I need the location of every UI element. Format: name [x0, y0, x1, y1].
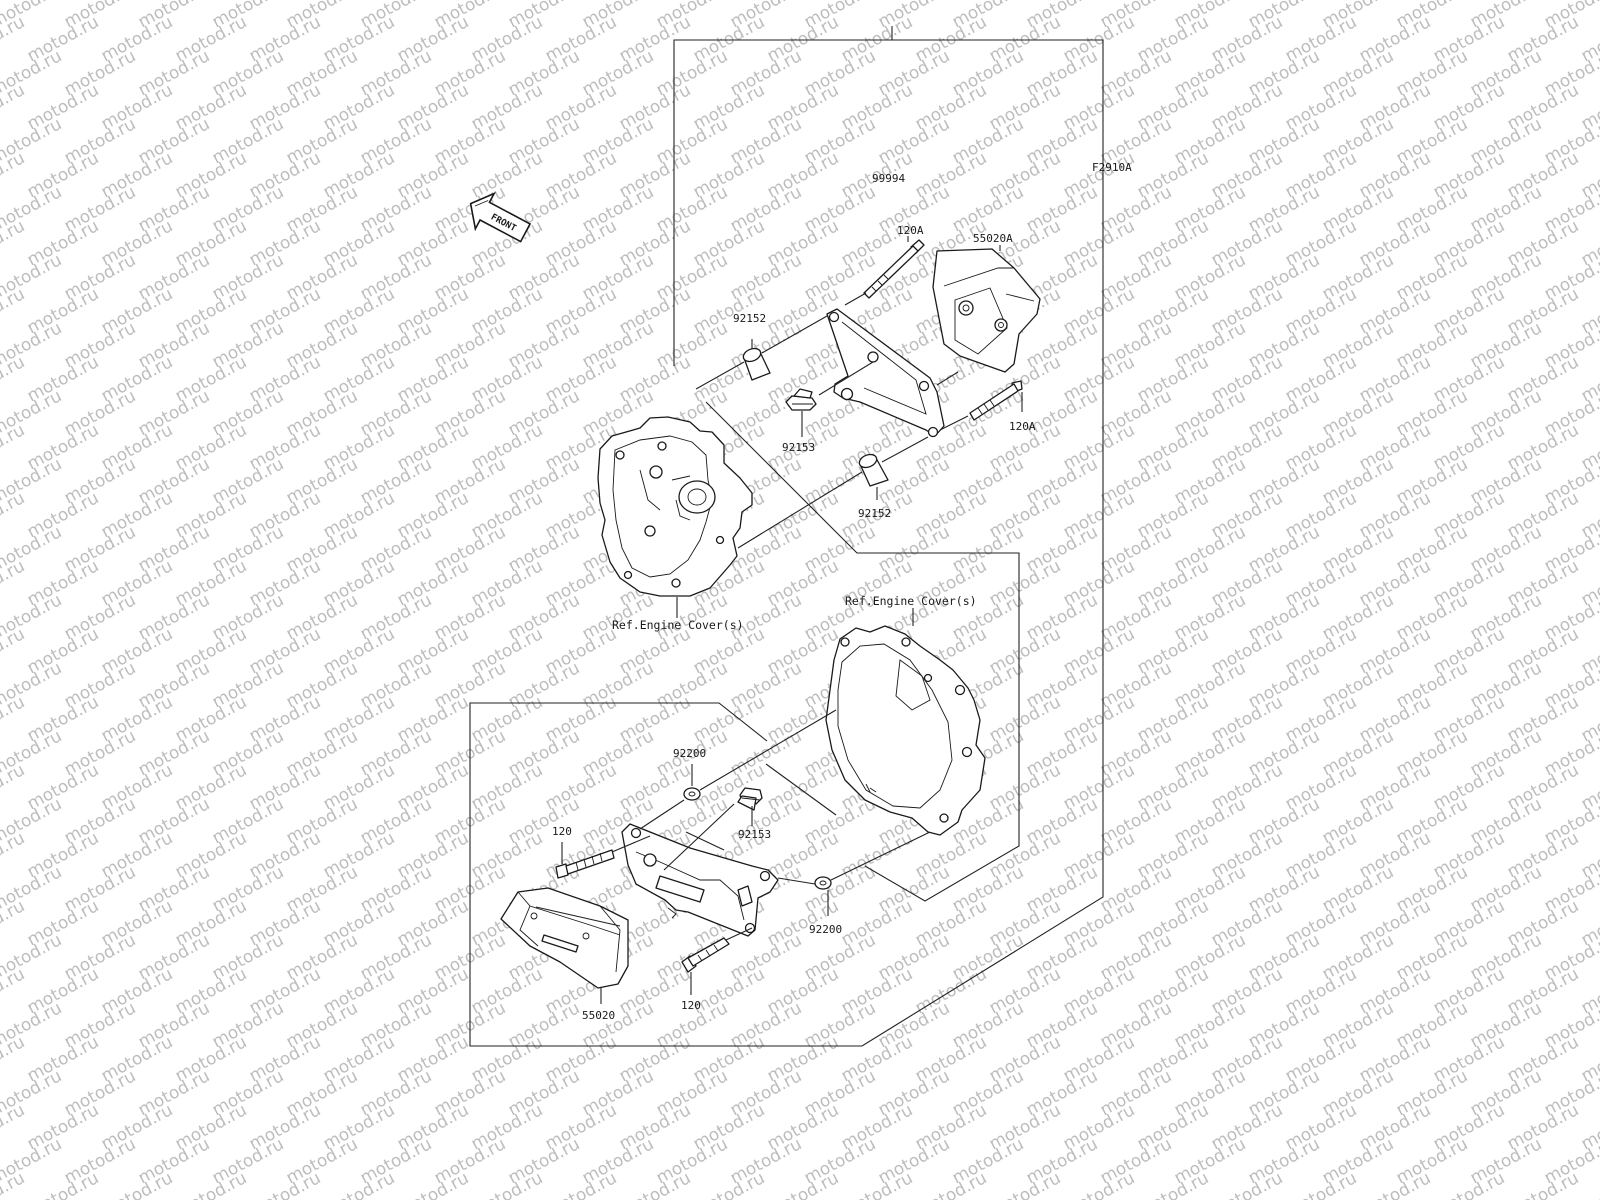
link-washer-cover-lower: [830, 831, 931, 881]
link-plate-washer: [639, 799, 685, 830]
watermark-text: motod.ru: [0, 80, 28, 134]
link-plate-slider: [936, 371, 959, 386]
link-plate-bolt: [844, 292, 867, 306]
link-plate-bolt-lower: [663, 803, 735, 871]
watermark-text: motod.ru: [0, 216, 28, 270]
watermark-text: motod.ru: [0, 12, 28, 66]
callout-92200-lower: 92200: [809, 923, 842, 936]
watermark-text: motod.ru: [0, 1100, 28, 1154]
engine-cover-left: [597, 416, 753, 597]
watermark-text: motod.ru: [0, 488, 28, 542]
kit-bracket-outline: [469, 39, 1104, 1047]
upper-ref-outline: [705, 401, 1020, 902]
engine-cover-right: [825, 625, 986, 836]
front-arrow-icon: FRONT: [469, 191, 532, 243]
link-cover-collar-lower: [737, 471, 863, 549]
bracket-plate-upper: [826, 308, 945, 438]
slider-cover-upper: [932, 248, 1041, 373]
washer-92200-lower: [814, 876, 832, 890]
callout-55020a: 55020A: [973, 232, 1013, 245]
callout-92152-upper: 92152: [733, 312, 766, 325]
bolt-92153-upper: [785, 388, 817, 411]
callout-120-left: 120: [552, 825, 572, 838]
watermark-text: motod.ru: [0, 760, 28, 814]
washer-92200-upper: [683, 787, 701, 801]
bolt-120a-upper: [863, 239, 925, 299]
callout-92153-upper: 92153: [782, 441, 815, 454]
bolt-120a-right: [969, 380, 1023, 421]
callout-99994: 99994: [872, 172, 905, 185]
watermark-text: motod.ru: [0, 828, 28, 882]
watermark-text: motod.ru: [0, 1032, 28, 1086]
watermark-text: motod.ru: [0, 284, 28, 338]
link-washer-cover: [699, 709, 837, 791]
watermark-text: motod.ru: [0, 352, 28, 406]
link-plate-washer-lower: [777, 877, 816, 885]
link-bolt-plate-left: [611, 835, 651, 853]
bolt-120-bottom: [681, 937, 730, 973]
watermark-text: motod.ru: [0, 964, 28, 1018]
link-plate-inner: [685, 831, 725, 851]
callout-120a-upper: 120A: [897, 224, 924, 237]
watermark-text: motod.ru: [0, 148, 28, 202]
figure-code: F2910A: [1092, 161, 1132, 174]
watermark-text: motod.ru: [0, 556, 28, 610]
watermark-text: motod.ru: [0, 692, 28, 746]
callout-120-bottom: 120: [681, 999, 701, 1012]
link-slider-plate: [535, 906, 621, 927]
watermark-text: motod.ru: [0, 896, 28, 950]
link-cover-diag: [765, 763, 837, 816]
callout-92152-lower: 92152: [858, 507, 891, 520]
collar-92152-upper: [742, 347, 771, 381]
bracket-plate-lower: [621, 823, 779, 937]
callout-55020: 55020: [582, 1009, 615, 1022]
bolt-120-left: [555, 849, 615, 879]
callout-92153-lower: 92153: [738, 828, 771, 841]
callout-ref-right: Ref.Engine Cover(s): [845, 594, 977, 608]
link-bolt-bottom-plate: [725, 927, 753, 941]
watermark-text: motod.ru: [0, 624, 28, 678]
watermark-text: motod.ru: [0, 420, 28, 474]
link-plate-bolt-right: [939, 415, 969, 431]
callout-120a-right: 120A: [1009, 420, 1036, 433]
callout-92200-upper: 92200: [673, 747, 706, 760]
link-collar-plate: [761, 315, 828, 354]
kawasaki-logo-plate: [541, 934, 579, 953]
collar-92152-lower: [858, 453, 889, 487]
link-collar-plate-lower: [881, 436, 929, 463]
callout-ref-left: Ref.Engine Cover(s): [612, 618, 744, 632]
link-cover-collar: [695, 361, 745, 390]
link-bolt-plate: [818, 361, 874, 396]
slider-cover-lower: [500, 887, 629, 989]
